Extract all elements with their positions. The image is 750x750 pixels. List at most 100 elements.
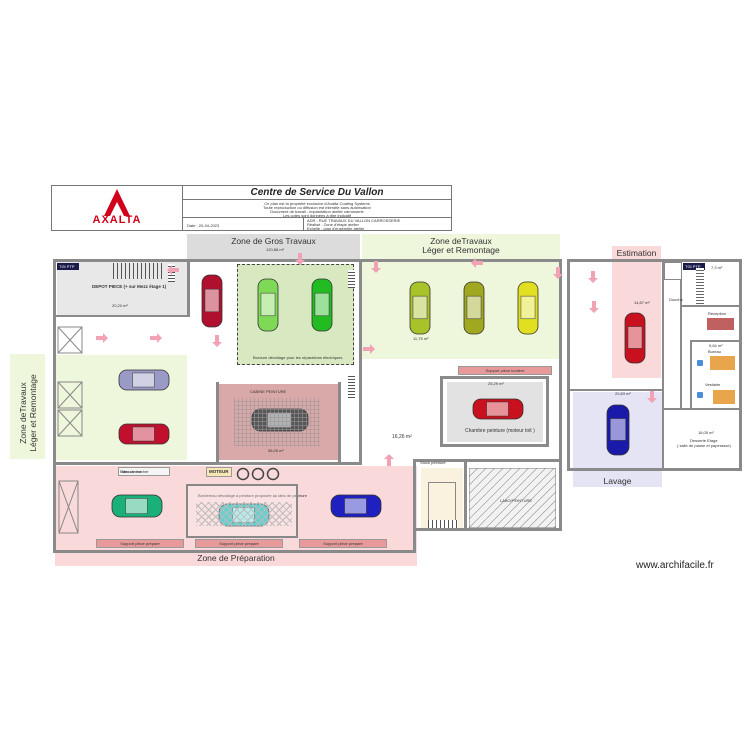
tgi-left-badge: TGI PTP [57,263,79,270]
cabine-grate [234,398,320,446]
wall [56,315,189,317]
wall [680,262,682,408]
wall [664,408,740,410]
wc-block [664,262,682,280]
car-icon [330,494,382,518]
wall [440,444,549,447]
wall [187,259,190,317]
info-line: Echelle : plan d'ensemble atelier [307,226,365,231]
vestiaire-label: Vestiaire [705,382,721,387]
zone-lavage-label: Lavage [603,476,632,486]
compressor-rack [348,270,355,288]
car-icon [311,278,333,332]
labo-note: Stock peinture [420,460,446,465]
tgi-right-label: TGI PTP [685,264,701,269]
support-label: Support pièce préparé [219,541,259,546]
wall [440,376,549,379]
area-label: 20,83 m² [615,391,631,396]
gros-travaux-floor [237,264,354,365]
support-strip: Support pièce préparé [299,539,387,548]
wall [680,305,740,307]
axalta-logo: AXALTA [52,186,183,230]
mezz-stair-steps [428,520,458,528]
chambre-label: Chambre peinture (moteur toit ) [465,428,535,434]
labo-hatch [469,468,556,528]
wall [464,462,467,530]
wall [413,459,562,462]
reception-desk [707,318,734,330]
car-icon [409,281,431,335]
shower-block [696,268,704,304]
office-chair [697,392,703,398]
tgi-left-label: TGI PTP [59,264,75,269]
bureau-label: Bureau [708,349,721,354]
area-label: 16,26 m² [392,434,412,440]
direction-arrow-icon [384,454,394,466]
etage-sub-label: ( salle de pause et paperasse) [677,443,731,448]
area-label: 120,68 m² [266,247,285,252]
tgi-right-badge: TGI PTP [683,263,705,270]
direction-arrow-icon [588,271,598,283]
direction-arrow-icon [167,265,179,275]
wall [739,259,742,471]
car-icon [624,312,646,364]
desc-line: Les cotes sont données à titre indicatif [282,213,352,218]
prep-note: Bordereau dévoilage à peinture proposée … [198,493,307,498]
moteur-label: MOTEUR [209,469,229,474]
wall [416,528,562,531]
douche-label: Douche [669,297,683,302]
wall [662,259,664,471]
area-label: 9,64 m² [709,343,723,348]
support-label: Support pièce lumière [485,368,525,373]
etage-label: Desserte Etage [690,438,718,443]
zone-leger-left-band [10,354,45,459]
prep-grid [196,502,292,526]
area-label: 25,29 m² [488,381,504,386]
depot-label: DEPOT PIECE (+ sur Mezz étage 1) [92,284,167,289]
zone-leger-top-label-2: Léger et Remontage [422,245,500,255]
moteur-badge: MOTEUR [206,467,232,477]
zone-gros-travaux-band [187,234,360,259]
zone-gros-travaux-label: Zone de Gros Travaux [231,236,316,246]
car-icon [517,281,539,335]
car-icon [111,494,163,518]
direction-arrow-icon [212,335,222,347]
area-label: 36,05 m² [268,448,284,453]
direction-arrow-icon [647,391,657,403]
zone-leger-left-line-2: Léger et Remontage [28,374,38,452]
direction-arrow-icon [96,333,108,343]
zone-leger-top-label: Zone deTravaux [430,236,492,246]
area-label: 16,05 m² [698,430,714,435]
desc-line: Ce plan est la propriété exclusive d'Axa… [264,201,370,206]
gros-note: Bordure dévoilage pour les réparations é… [253,355,343,360]
bureau-desk [710,356,735,370]
support-label: Support pièce préparé [323,541,363,546]
info-line: Réalisé : Zone d'étape atelier [307,222,359,227]
support-label: Support pièce préparé [120,541,160,546]
plan-title: Centre de Service Du Vallon [250,187,384,198]
title-block: AXALTA Centre de Service Du Vallon Ce pl… [51,185,452,231]
title-row: Centre de Service Du Vallon [183,186,451,200]
wall [338,382,341,462]
zone-preparation-label: Zone de Préparation [197,553,275,563]
wall [567,259,570,471]
wall [53,259,562,262]
direction-arrow-icon [553,267,563,279]
direction-arrow-icon [295,253,305,265]
shelving-left [57,326,83,437]
description-block: Ce plan est la propriété exclusive d'Axa… [183,200,451,218]
vestiaire-desk [713,390,735,404]
wall [56,462,362,465]
office-chair [697,360,703,366]
desc-line: Document de travail - implantation ateli… [270,209,364,214]
car-icon [118,369,170,391]
wall [440,376,443,446]
shelving-prep [58,480,79,534]
wall [216,382,219,462]
stairs [113,263,163,279]
wall [690,340,740,342]
wall [567,468,742,471]
wall [546,376,549,446]
direction-arrow-icon [150,333,162,343]
area-label: 14,87 m² [634,300,650,305]
